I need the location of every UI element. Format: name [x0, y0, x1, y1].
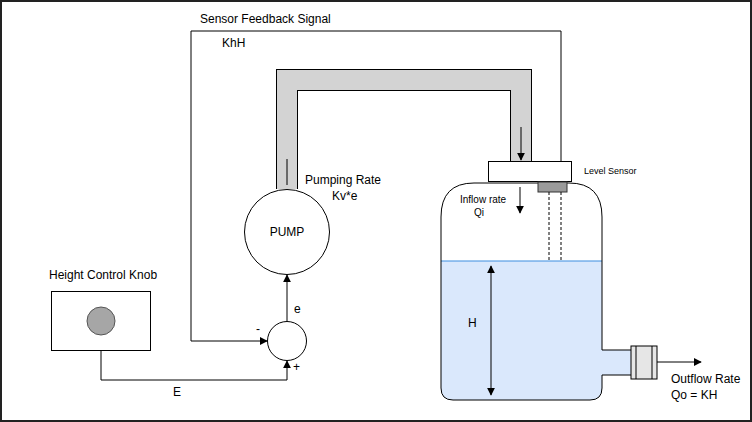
device-label: Level Sensor [584, 166, 637, 177]
valve-symbol [631, 346, 657, 379]
node-shape [52, 292, 152, 352]
node-shape [267, 321, 307, 361]
signal-label: KhH [221, 36, 246, 50]
sensor-probe [538, 182, 567, 192]
circle-outline [268, 322, 307, 361]
node-shape [489, 162, 573, 183]
pipe-fill [287, 80, 521, 189]
flow-line [287, 159, 288, 185]
height-symbol: H [468, 316, 477, 330]
pump-label: PUMP [270, 225, 305, 239]
knob-symbol [87, 307, 115, 335]
height-arrow [491, 266, 492, 395]
water-fill [441, 261, 602, 400]
sign-label: + [293, 360, 300, 374]
valve-symbol [652, 346, 653, 379]
flow-arrow [521, 127, 522, 160]
level-sensor: Level Sensor [488, 161, 572, 182]
valve-symbol [636, 346, 637, 379]
sensor-beam [561, 192, 562, 261]
tank-outline [441, 183, 602, 400]
signal-wire [287, 275, 288, 321]
circle-outline [245, 190, 330, 275]
flow-label: Inflow rate [460, 194, 506, 206]
rate-label: Outflow Rate [671, 372, 740, 386]
knob-heading: Height Control Knob [49, 268, 157, 282]
flow-symbol: Qi [474, 207, 484, 219]
rate-formula: Qo = KH [671, 388, 717, 402]
tank-body [441, 183, 602, 400]
wire-path [287, 275, 288, 321]
signal-label: e [293, 302, 302, 316]
outlet-pipe-wall [602, 375, 631, 376]
pipe-outline [287, 80, 521, 189]
sensor-beam [549, 192, 550, 261]
inflow-arrow [520, 187, 521, 213]
rate-formula: Kv*e [332, 189, 357, 203]
water-tank: Inflow rateQiH [441, 182, 602, 401]
control-knob-box: Height Control Knob [51, 291, 151, 351]
signal-label: E [172, 385, 182, 399]
outlet-pipe-wall [602, 350, 631, 351]
water-level-line [441, 260, 602, 261]
signal-wire [101, 351, 287, 380]
sign-label: - [256, 322, 260, 336]
rate-label: Pumping Rate [305, 173, 381, 187]
pump-circle: PUMP [244, 189, 330, 275]
pipe-connector [287, 80, 521, 189]
node-shape [441, 182, 602, 401]
summing-junction: -+ [267, 321, 307, 361]
outflow-arrow [657, 362, 701, 363]
signal-label: Sensor Feedback Signal [200, 12, 331, 26]
wire-path [101, 351, 287, 380]
outlet-pipe [602, 350, 631, 375]
